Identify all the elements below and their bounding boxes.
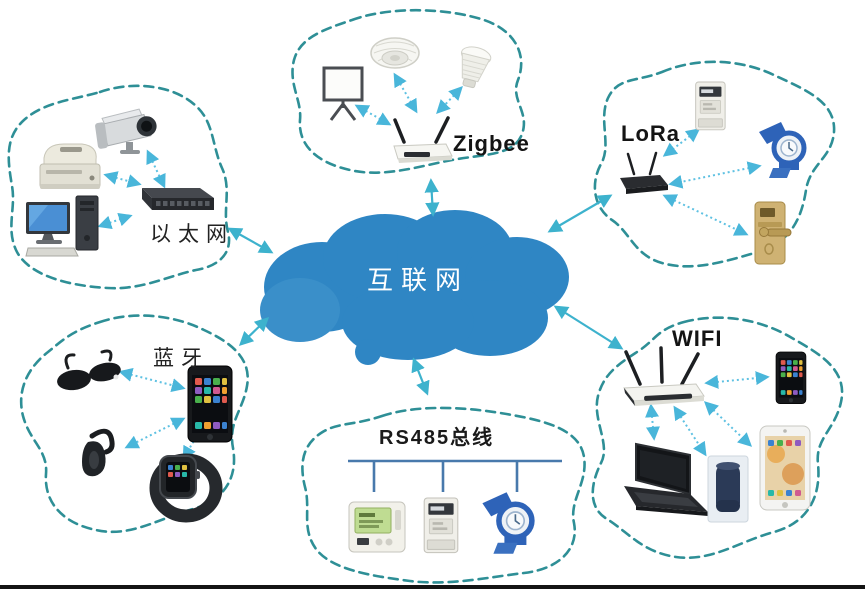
- link-bulb-zigbee-router: [436, 85, 463, 115]
- link-sensor-zigbee-router: [393, 72, 418, 114]
- link-cloud-lora: [547, 194, 613, 233]
- cctv-camera-icon: [95, 108, 157, 154]
- link-cloud-zigbee: [424, 178, 440, 217]
- link-cloud-bluetooth: [238, 317, 270, 346]
- bluetooth-cluster-boundary: [19, 314, 250, 534]
- bluetooth-headset-icon: [82, 428, 115, 477]
- projection-screen-icon: [322, 66, 364, 121]
- link-wifirouter-laptop: [645, 403, 660, 441]
- wifi-router-icon: [623, 346, 705, 406]
- bluetooth-cluster-label: 蓝牙: [153, 346, 209, 370]
- link-cloud-ethernet: [227, 227, 274, 254]
- link-lora-emeter: [662, 128, 701, 157]
- internet-cloud: [260, 210, 569, 365]
- electric-meter-icon: [695, 81, 726, 131]
- lora-cluster-label: LoRa: [621, 121, 680, 146]
- internet-cloud-label: 互联网: [367, 265, 470, 295]
- link-screen-zigbee-router: [354, 104, 392, 126]
- wifi-cluster-label: WIFI: [672, 326, 723, 351]
- link-printer-switch: [103, 171, 142, 188]
- link-cloud-rs485: [411, 357, 430, 396]
- bottom-border-line: [0, 585, 865, 589]
- electric-meter-icon: [423, 497, 459, 554]
- zigbee-router-icon: [393, 116, 453, 163]
- link-wifirouter-speaker: [673, 405, 707, 457]
- thermostat-icon: [348, 501, 406, 553]
- smartwatch-icon: [149, 453, 223, 523]
- rs485-bus-label: RS485总线: [379, 427, 495, 449]
- network-switch-icon: [142, 188, 214, 210]
- rs485-bus: [348, 459, 562, 492]
- door-lock-icon: [754, 201, 792, 265]
- link-wifirouter-phone: [704, 371, 770, 389]
- link-lora-watermeter: [668, 161, 762, 189]
- link-cloud-wifi: [553, 305, 624, 350]
- tablet-icon: [759, 425, 811, 511]
- water-meter-icon: [759, 122, 804, 178]
- water-meter-icon: [482, 492, 532, 554]
- smart-glasses-icon: [57, 349, 121, 391]
- rs485-cluster-boundary: [301, 406, 586, 584]
- printer-icon: [39, 143, 101, 189]
- link-wifirouter-tablet: [703, 401, 753, 447]
- lora-gateway-icon: [620, 151, 668, 194]
- wifi-cluster-boundary: [591, 316, 844, 560]
- ceiling-sensor-icon: [370, 37, 420, 69]
- link-glasses-phone: [118, 368, 186, 392]
- zigbee-cluster-boundary: [291, 8, 526, 174]
- zigbee-cluster-label: Zigbee: [453, 131, 530, 156]
- link-lora-lock: [662, 194, 749, 236]
- lora-cluster-boundary: [593, 60, 836, 268]
- ethernet-cluster-boundary: [7, 84, 231, 290]
- desktop-computer-icon: [25, 195, 99, 257]
- link-phone-headset: [124, 417, 186, 449]
- ethernet-cluster-label: 以太网: [150, 222, 234, 246]
- link-camera-switch: [146, 149, 166, 189]
- smartphone-icon: [775, 351, 807, 405]
- spotlight-bulb-icon: [460, 46, 492, 89]
- smartphone-icon: [187, 365, 233, 443]
- link-pc-switch: [97, 212, 133, 230]
- laptop-icon: [624, 442, 708, 516]
- smart-speaker-icon: [707, 455, 749, 523]
